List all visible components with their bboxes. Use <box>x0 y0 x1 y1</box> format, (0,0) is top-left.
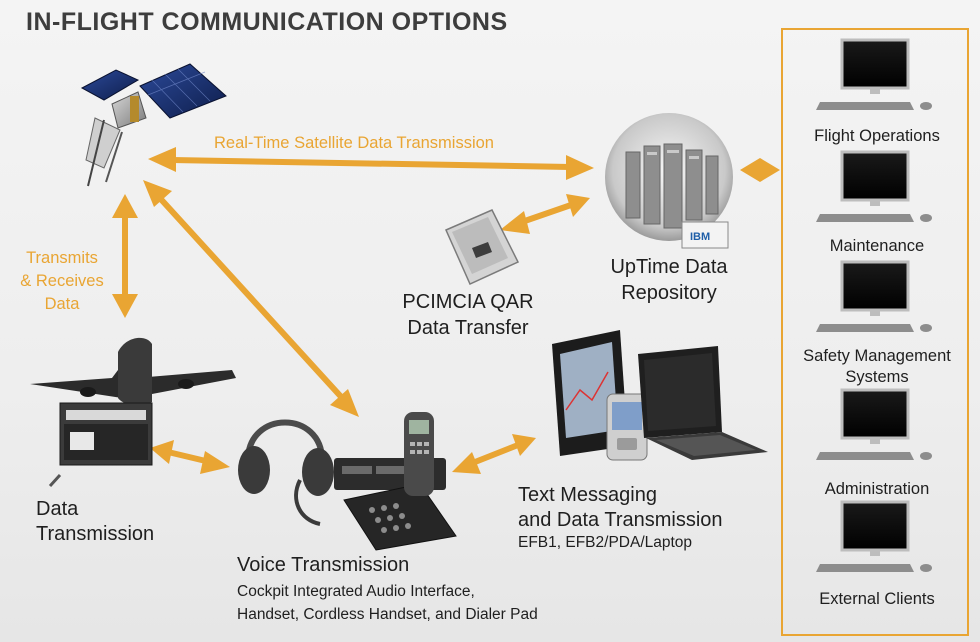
arrow-satellite-to-aircraft <box>112 194 138 318</box>
arrow-pcmcia-to-repository <box>500 194 590 234</box>
cordless-handset-icon <box>404 412 434 496</box>
text-title-line: and Data Transmission <box>518 509 723 531</box>
workstation-icon <box>816 260 932 332</box>
text-title-line: Text Messaging <box>518 484 657 506</box>
page-title: IN-FLIGHT COMMUNICATION OPTIONS <box>26 8 508 36</box>
voice-sub-line: Cockpit Integrated Audio Interface, <box>237 583 475 600</box>
transmits-receives-label: Transmits & Receives Data <box>14 247 110 316</box>
laptop-icon <box>638 346 768 460</box>
workstation-icon <box>816 388 932 460</box>
headset-icon <box>238 419 334 526</box>
arrow-satellite-to-voice <box>143 180 359 417</box>
voice-transmission-subtitle: Cockpit Integrated Audio Interface, Hand… <box>237 580 538 626</box>
aircraft-icon <box>30 337 236 406</box>
data-tx-line: Transmission <box>36 523 155 545</box>
dialer-pad-icon <box>343 483 457 551</box>
workstation-icon <box>816 150 932 222</box>
pda-icon <box>606 393 648 461</box>
transmits-line: & Receives <box>20 272 104 290</box>
client-label-flight-operations: Flight Operations <box>814 127 940 145</box>
pcmcia-card-icon <box>445 209 520 285</box>
client-label-administration: Administration <box>824 480 930 498</box>
uptime-line: Repository <box>621 282 717 304</box>
data-transmission-label: Data Transmission <box>36 497 154 547</box>
text-messaging-title: Text Messaging and Data Transmission <box>518 483 723 533</box>
connector-arrows <box>112 147 780 474</box>
client-label-maintenance: Maintenance <box>829 237 925 255</box>
pcmcia-label: PCIMCIA QAR Data Transfer <box>388 289 548 341</box>
workstation-icon <box>816 500 932 572</box>
voice-transmission-title: Voice Transmission <box>237 554 410 576</box>
client-label-safety-management: Safety Management Systems <box>803 347 951 386</box>
pcmcia-line: Data Transfer <box>407 317 529 339</box>
arrow-satellite-to-repository <box>148 147 594 180</box>
data-unit-icon <box>48 402 153 488</box>
workstation-icon <box>816 38 932 110</box>
arrow-repository-to-clients <box>740 158 780 182</box>
clients-panel: Flight Operations Maintenance Safety Man… <box>781 28 969 636</box>
client-workstations <box>816 38 932 572</box>
server-badge-text: IBM <box>690 231 710 243</box>
pcmcia-line: PCIMCIA QAR <box>402 291 534 313</box>
arrow-aircraft-to-voice <box>150 440 230 474</box>
satellite-link-label: Real-Time Satellite Data Transmission <box>214 134 494 152</box>
transmits-line: Data <box>44 295 80 313</box>
server-room-icon: IBM <box>605 113 733 249</box>
text-messaging-subtitle: EFB1, EFB2/PDA/Laptop <box>518 534 693 551</box>
satellite-icon <box>80 63 227 187</box>
transmits-line: Transmits <box>26 249 98 267</box>
voice-sub-line: Handset, Cordless Handset, and Dialer Pa… <box>237 606 538 623</box>
uptime-label: UpTime Data Repository <box>594 254 744 306</box>
arrow-voice-to-devices <box>452 434 536 474</box>
data-tx-line: Data <box>36 498 79 520</box>
uptime-line: UpTime Data <box>610 256 728 278</box>
client-label-external-clients: External Clients <box>819 590 935 608</box>
